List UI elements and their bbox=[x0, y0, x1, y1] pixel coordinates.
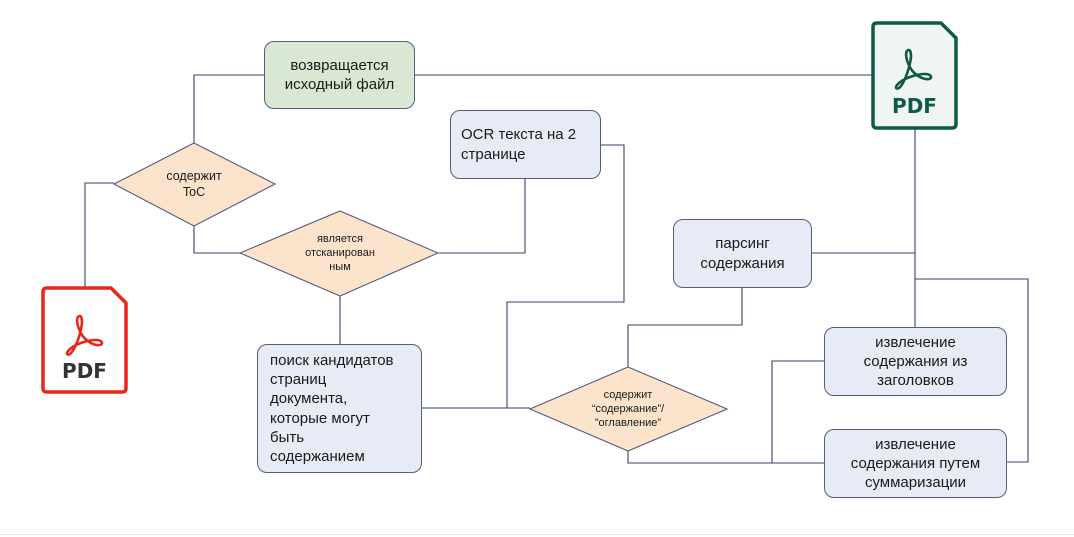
node-ocr-page-2-text: OCR текста на 2 странице bbox=[461, 126, 577, 163]
decision-is-scanned-label: является отсканирован ным bbox=[280, 226, 400, 280]
decision-contains-content-word-label: содержит “содержание”/ ”оглавление” bbox=[563, 382, 693, 436]
node-extract-from-headings-text: извлечение содержания из заголовков bbox=[863, 333, 968, 390]
input-pdf-file-icon bbox=[41, 286, 128, 394]
node-ocr-page-2: OCR текста на 2 странице bbox=[450, 110, 601, 179]
connector-content-diamond-to-summarization bbox=[627, 451, 824, 464]
node-search-toc-candidates: поиск кандидатов страниц документа, кото… bbox=[257, 344, 422, 473]
node-extract-from-headings: извлечение содержания из заголовков bbox=[824, 327, 1007, 396]
connector-summarization-to-output bbox=[915, 278, 1029, 463]
output-pdf-label: PDF bbox=[892, 94, 937, 118]
decision-contains-content-word-text: содержит “содержание”/ ”оглавление” bbox=[591, 388, 665, 430]
node-returns-original-file-text: возвращается исходный файл bbox=[284, 56, 395, 93]
connector-toc-to-scanned bbox=[193, 226, 240, 254]
acrobat-logo-icon bbox=[894, 48, 933, 90]
connector-scanned-to-ocr bbox=[438, 179, 526, 254]
acrobat-logo-icon bbox=[65, 314, 104, 356]
node-parse-toc-text: парсинг содержания bbox=[700, 235, 785, 272]
decision-contains-toc bbox=[112, 142, 277, 227]
output-pdf-file-icon bbox=[871, 21, 958, 130]
bottom-border bbox=[0, 534, 1074, 535]
connector-content-diamond-to-parse bbox=[627, 288, 743, 367]
connector-toc-to-returns bbox=[193, 74, 264, 143]
connector-headings-branch bbox=[771, 360, 824, 463]
decision-contains-toc-text: содержит ToC bbox=[166, 168, 222, 199]
decision-is-scanned-text: является отсканирован ным bbox=[305, 232, 375, 274]
connectors bbox=[84, 74, 1029, 464]
connector-pdf-to-toc bbox=[84, 182, 114, 288]
decision-contains-content-word bbox=[528, 366, 729, 452]
node-search-toc-candidates-text: поиск кандидатов страниц документа, кото… bbox=[270, 351, 394, 465]
input-pdf-label: PDF bbox=[62, 359, 107, 383]
node-returns-original-file: возвращается исходный файл bbox=[264, 41, 415, 109]
node-parse-toc: парсинг содержания bbox=[673, 219, 812, 288]
node-extract-by-summarization-text: извлечение содержания путем суммаризации bbox=[850, 435, 981, 492]
decision-contains-toc-label: содержит ToC bbox=[134, 163, 254, 205]
node-extract-by-summarization: извлечение содержания путем суммаризации bbox=[824, 429, 1007, 498]
decision-is-scanned bbox=[238, 210, 440, 297]
